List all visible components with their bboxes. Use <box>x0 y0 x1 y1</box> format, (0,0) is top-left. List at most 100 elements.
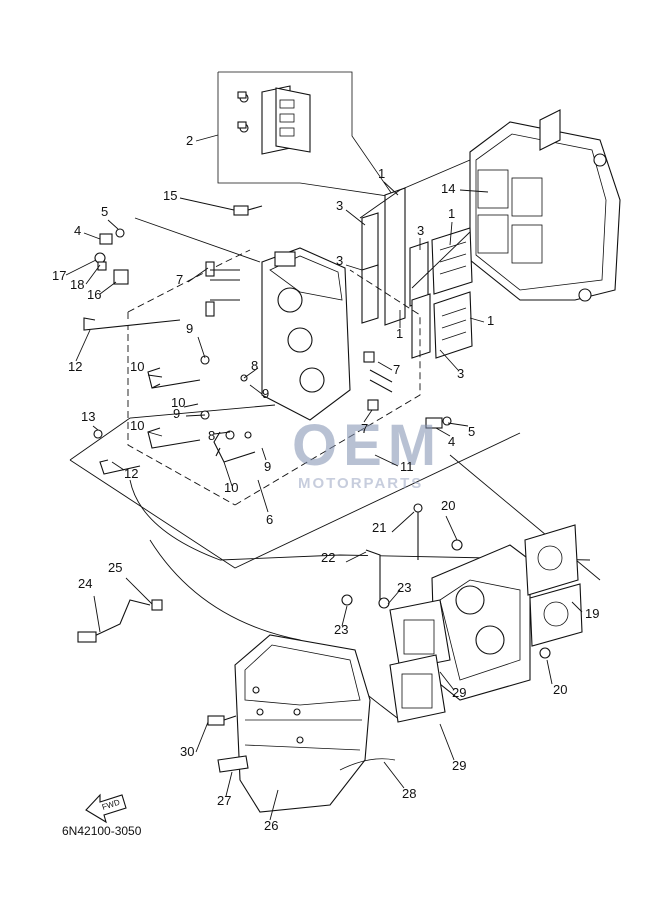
callout-23: 23 <box>397 580 411 595</box>
watermark-primary: OEM <box>292 413 442 478</box>
leader-line-11 <box>374 454 399 467</box>
fasteners <box>94 205 452 429</box>
callout-5: 5 <box>101 204 108 219</box>
callout-23: 23 <box>334 622 348 637</box>
callout-30: 30 <box>180 744 194 759</box>
callout-4: 4 <box>448 434 455 449</box>
callout-15: 15 <box>163 188 177 203</box>
gasket-19-upper <box>524 524 579 596</box>
callout-14: 14 <box>441 181 455 196</box>
gasket-29-upper <box>389 599 451 671</box>
leader-line-28 <box>383 761 405 789</box>
callout-25: 25 <box>108 560 122 575</box>
leader-line-9 <box>185 414 206 417</box>
assembly-outline-dashed <box>127 249 421 506</box>
bolt-label-hose <box>207 715 396 773</box>
leader-line-10 <box>147 374 163 378</box>
leader-line-19 <box>571 601 583 613</box>
diagram-part-code: 6N42100-3050 <box>62 824 142 838</box>
leader-line-8 <box>213 431 231 435</box>
leader-line-12 <box>111 461 125 471</box>
callout-10: 10 <box>130 359 144 374</box>
leader-line-4 <box>83 232 101 240</box>
callout-17: 17 <box>52 268 66 283</box>
watermark-secondary: MOTORPARTS <box>298 475 423 492</box>
crankcase-body <box>469 109 621 302</box>
leader-line-6 <box>257 479 269 513</box>
callout-11: 11 <box>400 459 414 474</box>
leader-line-24 <box>93 595 101 633</box>
callout-13: 13 <box>81 409 95 424</box>
callout-7: 7 <box>176 272 183 287</box>
leader-line-29 <box>439 723 455 761</box>
leader-line-25 <box>125 577 153 605</box>
callout-10: 10 <box>224 480 238 495</box>
callout-12: 12 <box>68 359 82 374</box>
callout-20: 20 <box>553 682 567 697</box>
callout-9: 9 <box>186 321 193 336</box>
callout-2: 2 <box>186 133 193 148</box>
leader-line-27 <box>225 771 233 797</box>
leader-line-23 <box>387 589 401 605</box>
leader-line-3 <box>345 209 366 226</box>
callout-18: 18 <box>70 277 84 292</box>
callout-3: 3 <box>417 223 424 238</box>
linkage-parts <box>77 503 551 659</box>
leader-line-1 <box>383 181 399 196</box>
callout-20: 20 <box>441 498 455 513</box>
callout-5: 5 <box>468 424 475 439</box>
leader-line-8 <box>243 367 259 379</box>
callout-8: 8 <box>251 358 258 373</box>
forward-direction-arrow: FWD <box>85 793 127 824</box>
leader-line-3 <box>439 349 459 371</box>
leader-line-20 <box>546 659 553 685</box>
callout-7: 7 <box>361 421 368 436</box>
callout-1: 1 <box>378 166 385 181</box>
callout-6: 6 <box>266 512 273 527</box>
callout-27: 27 <box>217 793 231 808</box>
leader-line-13 <box>92 425 99 431</box>
inset-detail-box <box>217 71 395 198</box>
leader-line-9 <box>249 384 263 395</box>
gasket-29-lower <box>389 654 446 723</box>
leader-line-17 <box>65 259 97 276</box>
callout-19: 19 <box>585 606 599 621</box>
callout-29: 29 <box>452 758 466 773</box>
callout-leaders <box>65 134 583 821</box>
callout-26: 26 <box>264 818 278 833</box>
callout-3: 3 <box>457 366 464 381</box>
leader-line-1 <box>469 317 485 323</box>
callout-1: 1 <box>396 326 403 341</box>
callout-labels: 1111233334455677788999910101010111212131… <box>52 133 599 833</box>
leader-line-29 <box>439 671 455 691</box>
leader-line-4 <box>435 427 451 437</box>
callout-1: 1 <box>448 206 455 221</box>
leader-line-1 <box>449 221 453 246</box>
leader-line-21 <box>391 511 415 533</box>
callout-3: 3 <box>336 253 343 268</box>
callout-9: 9 <box>173 406 180 421</box>
callout-22: 22 <box>321 550 335 565</box>
carburetor <box>431 544 531 701</box>
intake-manifold <box>261 247 351 421</box>
leader-line-20 <box>445 515 458 541</box>
leader-line-30 <box>195 721 209 753</box>
gasket-19-lower <box>529 583 583 647</box>
reed-valve-set <box>361 187 473 359</box>
leader-line-14 <box>459 189 489 193</box>
callout-10: 10 <box>171 395 185 410</box>
callout-21: 21 <box>372 520 386 535</box>
leader-line-22 <box>345 551 367 563</box>
callout-3: 3 <box>336 198 343 213</box>
callout-24: 24 <box>78 576 92 591</box>
callout-28: 28 <box>402 786 416 801</box>
leader-line-5 <box>107 219 119 230</box>
leader-line-7 <box>363 409 373 423</box>
leader-line-10 <box>183 403 199 408</box>
callout-1: 1 <box>487 313 494 328</box>
leader-line-16 <box>99 281 117 295</box>
callout-8: 8 <box>208 428 215 443</box>
leader-line-9 <box>197 336 206 359</box>
callout-9: 9 <box>262 386 269 401</box>
